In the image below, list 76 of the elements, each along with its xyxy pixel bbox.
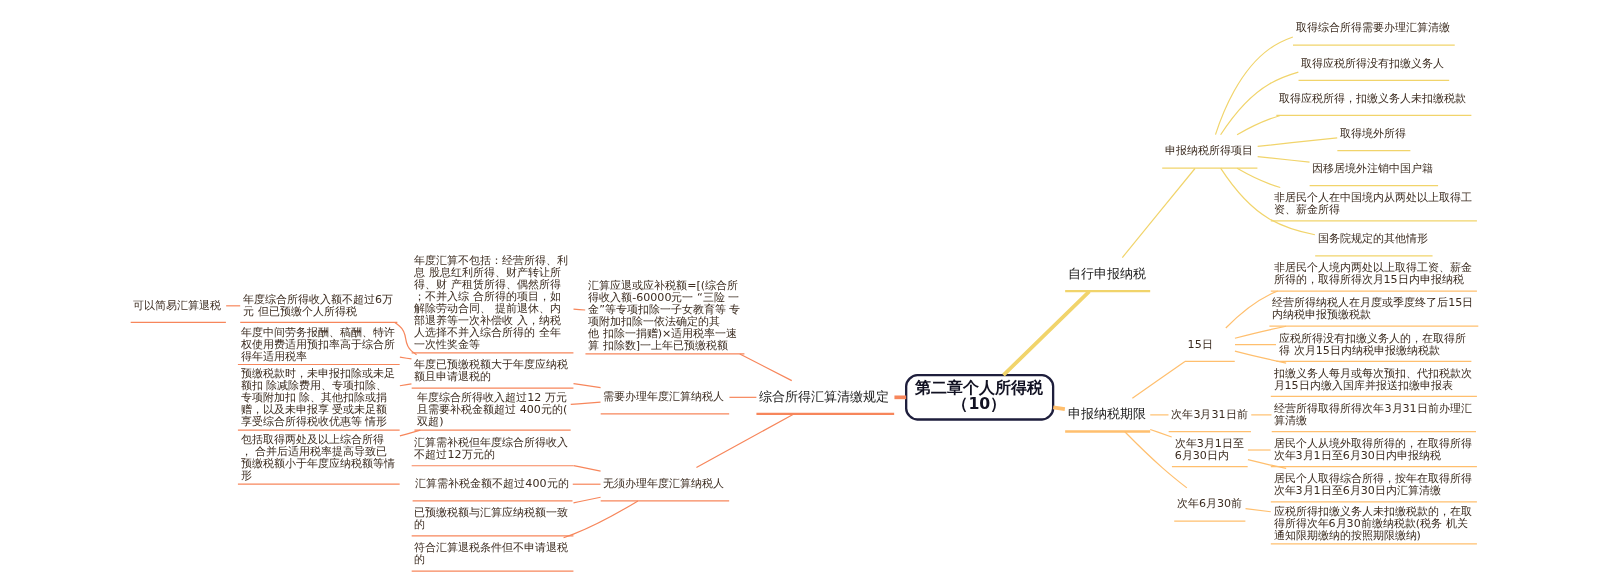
connector — [1235, 114, 1281, 136]
connector — [571, 483, 601, 485]
node-text: 汇算需补税金额不超过400元的 — [414, 477, 569, 491]
node-text: 需要办理年度汇算纳税人 — [602, 390, 724, 404]
node-text: 年度已预缴税额大于年度应纳税额且申请退税的 — [413, 358, 568, 384]
connector — [695, 413, 794, 469]
connector — [1219, 167, 1315, 236]
connector — [572, 383, 601, 389]
connector — [569, 401, 601, 405]
connector — [1233, 325, 1287, 339]
node-box: 第二章个人所得税（10） — [904, 374, 1054, 421]
connector — [1256, 155, 1310, 163]
node-text: 年度综合所得收入超过12 万元且需要补税金额超过 400元的(双超) — [416, 391, 567, 429]
connector — [1246, 459, 1287, 470]
node-text: 取得综合所得需要办理汇算清缴 — [1295, 21, 1450, 35]
node-text: 经营所得纳税人在月度或季度终了后15日内纳税申报预缴税款 — [1271, 296, 1473, 322]
connector — [1214, 36, 1293, 136]
connector — [562, 500, 639, 539]
node-text: 自行申报纳税 — [1067, 265, 1146, 281]
node-text: 综合所得汇算清缴规定 — [758, 388, 889, 404]
connector — [1233, 344, 1277, 346]
node-text: 扣缴义务人每月或每次预扣、代扣税款次月15日内缴入国库并报送扣缴申报表 — [1273, 366, 1472, 392]
connector — [393, 321, 417, 356]
connector — [572, 496, 601, 504]
connector — [1219, 71, 1299, 136]
node-text: 符合汇算退税条件但不申请退税的 — [413, 541, 568, 567]
node-text: 年度汇算不包括：经营所得、利息 股息红利所得、财产转让所得、财 产租赁所得、偶然所得；不并入综 合所得的项目，如解除劳动合同、 提前退休、内部退养等一次补偿收 入，纳税人选择不并入综合所得的 全年一次性奖金等 — [413, 253, 568, 351]
connector — [1250, 414, 1272, 416]
node-text: 15日 — [1187, 337, 1213, 351]
connector — [1123, 431, 1187, 489]
connector — [1131, 360, 1186, 399]
connector — [1149, 414, 1169, 416]
node-text: 居民个人从境外取得所得的，在取得所得次年3月1日至6月30日内申报纳税 — [1273, 436, 1472, 462]
node-text: 汇算应退或应补税额=[(综合所得收入额-60000元一 “三险 一金”等专项扣除一子女教育等 专项附加扣除一依法确定的其他 扣除一捐赠)×适用税率一速算 扣除数]一上年已预缴税额 — [587, 278, 740, 352]
connector — [893, 395, 906, 400]
connector — [572, 464, 601, 472]
node-text: 国务院规定的其他情形 — [1317, 232, 1428, 246]
node-text: 汇算需补税但年度综合所得收入不超过12万元的 — [413, 435, 568, 461]
node-text: 次年6月30前 — [1176, 497, 1242, 511]
connector — [738, 353, 792, 382]
node-text: 包括取得两处及以上综合所得， 合并后适用税率提高导致已预缴税额小于年度应纳税额等情形 — [240, 433, 395, 483]
node-text: 取得应税所得没有扣缴义务人 — [1300, 56, 1444, 70]
connector — [1149, 428, 1172, 438]
node-text: 取得境外所得 — [1339, 126, 1406, 140]
node-text: 次年3月1日至6月30日内 — [1174, 436, 1244, 462]
connector — [398, 383, 412, 387]
connector — [572, 308, 586, 311]
node-text: 非居民个人境内两处以上取得工资、薪金所得的，取得所得次月15日内申报纳税 — [1273, 261, 1472, 287]
node-text: 应税所得没有扣缴义务人的，在取得所得 次月15日内纳税申报缴纳税款 — [1278, 331, 1466, 357]
node-text: 年度综合所得收入额不超过6万元 但已预缴个人所得税 — [242, 292, 393, 318]
connector — [1052, 405, 1065, 411]
node-text: 居民个人取得综合所得，按年在取得所得次年3月1日至6月30日内汇算清缴 — [1273, 471, 1472, 498]
connector — [728, 396, 757, 398]
connector — [398, 356, 412, 360]
connector — [1233, 350, 1287, 364]
connector — [1001, 290, 1091, 377]
node-text: 因移居境外注销中国户籍 — [1311, 161, 1433, 175]
connector — [1121, 167, 1196, 259]
connector — [1224, 290, 1278, 329]
node-text: 已预缴税额与汇算应纳税额一致的 — [413, 506, 568, 532]
node-text: 年度中间劳务报酬、稿酬、特许权使用费适用预扣率高于综合所得年适用税率 — [240, 325, 395, 363]
connector — [1244, 508, 1271, 513]
connector — [1246, 449, 1271, 451]
node-text: 无须办理年度汇算纳税人 — [602, 477, 724, 491]
node-text: 申报纳税所得项目 — [1164, 144, 1253, 158]
connector — [398, 429, 421, 437]
node-text: 可以简易汇算退税 — [132, 298, 221, 312]
node-text: 应税所得扣缴义务人未扣缴税款的，在取得所得次年6月30前缴纳税款(税务 机关通知限期缴纳的按照期限缴纳) — [1273, 504, 1472, 542]
node-text: 取得应税所得，扣缴义务人未扣缴税款 — [1278, 91, 1466, 105]
connector — [1256, 137, 1338, 147]
node-text: 申报纳税期限 — [1067, 406, 1146, 422]
connector — [1235, 167, 1281, 189]
node-text: 非居民个人在中国境内从两处以上取得工资、薪金所得 — [1273, 191, 1472, 217]
node-text: 次年3月31日前 — [1170, 407, 1248, 421]
node-text: 预缴税款时，未申报扣除或未足额扣 除减除费用、专项扣除、专项附加扣 除、其他扣除或捐赠，以及未申报享 受或未足额享受综合所得税收优惠等 情形 — [240, 367, 395, 429]
node-text: 经营所得取得所得次年3月31日前办理汇算清缴 — [1274, 401, 1472, 427]
